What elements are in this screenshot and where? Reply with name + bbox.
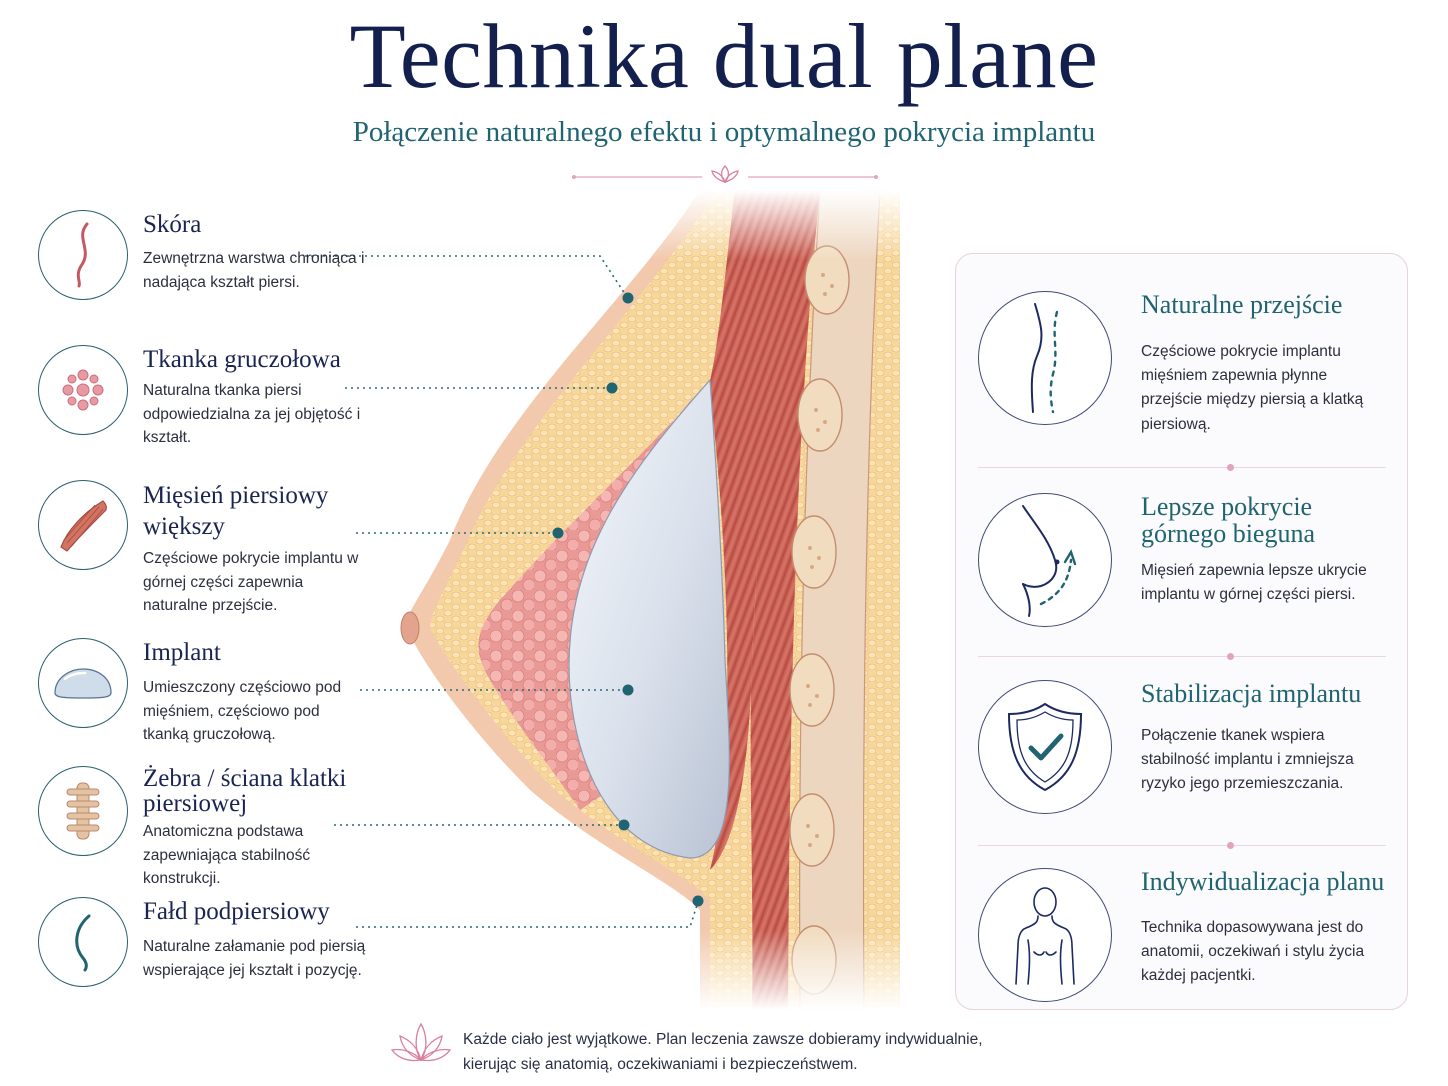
benefits-separator	[978, 467, 1386, 468]
label-description: Anatomiczna podstawa zapewniająca stabil…	[143, 823, 311, 888]
benefit-description: Połączenie tkanek wspiera stabilność imp…	[1141, 727, 1354, 793]
lotus-icon	[390, 1022, 452, 1062]
label-heading: Mięsień piersiowy większy	[143, 482, 329, 541]
skin-strand-icon	[38, 210, 128, 300]
footer-note: Każde ciało jest wyjątkowe. Plan leczeni…	[463, 1031, 983, 1073]
breast-cross-section-diagram	[380, 190, 900, 1010]
shield-check-icon	[978, 680, 1112, 814]
benefit-heading: Stabilizacja implantu	[1141, 679, 1362, 708]
lotus-icon	[711, 165, 739, 184]
label-description: Naturalne załamanie pod piersią wspieraj…	[143, 938, 366, 979]
separator-dot	[1227, 464, 1234, 471]
separator-dot	[1227, 653, 1234, 660]
benefit-description: Częściowe pokrycie implantu mięśniem zap…	[1141, 343, 1364, 433]
page-subtitle: Połączenie naturalnego efektu i optymaln…	[352, 116, 1096, 148]
person-silhouette-icon	[978, 868, 1112, 1002]
separator-dot	[1227, 842, 1234, 849]
benefits-separator	[978, 845, 1386, 846]
implant-icon	[38, 638, 128, 728]
gland-cluster-icon	[38, 345, 128, 435]
page-title: Technika dual plane	[349, 5, 1099, 107]
benefit-heading: Indywidualizacja planu	[1141, 867, 1385, 896]
benefit-description: Mięsień zapewnia lepsze ukrycie implantu…	[1141, 562, 1367, 604]
label-heading: Skóra	[143, 211, 202, 238]
spine-ribs-icon	[38, 766, 128, 856]
benefits-separator	[978, 656, 1386, 657]
label-description: Naturalna tkanka piersi odpowiedzialna z…	[143, 382, 361, 447]
label-description: Częściowe pokrycie implantu w górnej czę…	[143, 550, 359, 615]
label-description: Zewnętrzna warstwa chroniąca i nadająca …	[143, 250, 365, 291]
benefit-heading: Naturalne przejście	[1141, 290, 1343, 319]
fold-curve-icon	[38, 897, 128, 987]
profile-transition-icon	[978, 291, 1112, 425]
label-description: Umieszczony częściowo pod mięśniem, częś…	[143, 679, 342, 744]
label-heading: Implant	[143, 639, 221, 666]
label-heading: Żebra / ściana klatki piersiowej	[143, 765, 347, 817]
benefit-heading: Lepsze pokrycie górnego bieguna	[1141, 492, 1316, 549]
upper-pole-icon	[978, 493, 1112, 627]
label-heading: Fałd podpiersiowy	[143, 898, 330, 925]
benefit-description: Technika dopasowywana jest do anatomii, …	[1141, 919, 1365, 985]
label-heading: Tkanka gruczołowa	[143, 346, 341, 373]
lotus-divider	[572, 165, 878, 184]
muscle-icon	[38, 480, 128, 570]
